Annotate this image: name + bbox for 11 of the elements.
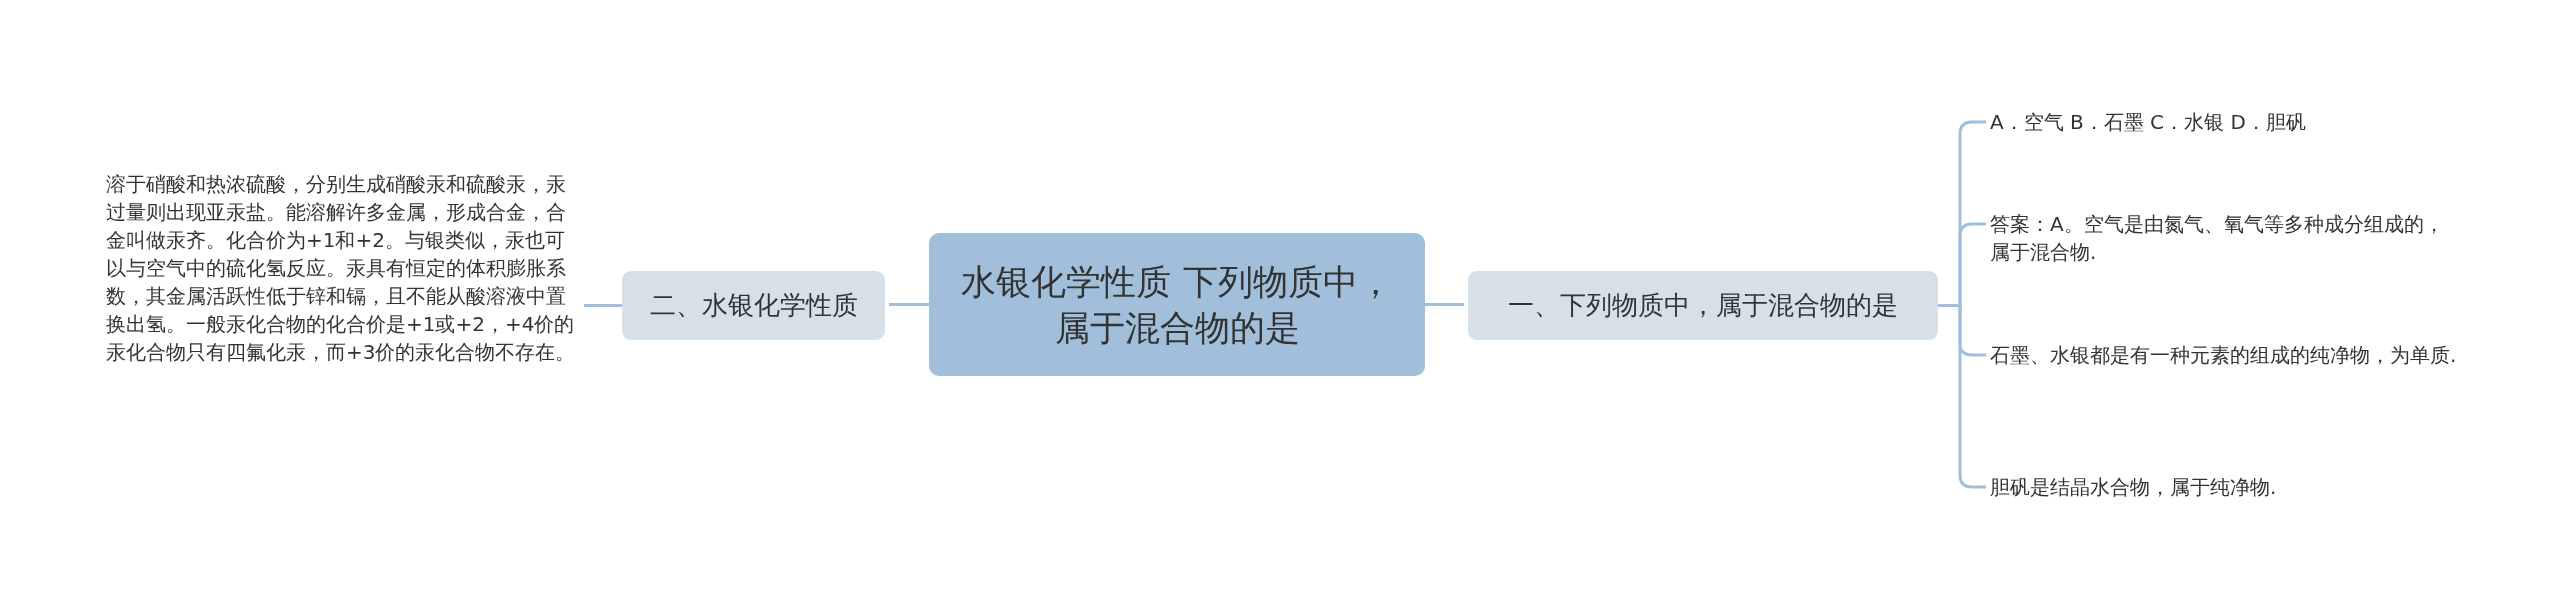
leaf-text: 溶于硝酸和热浓硫酸，分别生成硝酸汞和硫酸汞，汞过量则出现亚汞盐。能溶解许多金属，形成合金，合金叫做汞齐。化合价为+1和+2。与银类似，汞也可以与空气中的硫化氢反应。汞具有恒定的体积膨胀系数，其金属活跃性低于锌和镉，且不能从酸溶液中置换出氢。一般汞化合物的化合价是+1或+2，+4价的汞化合物只有四氟化汞，而+3价的汞化合物不存在。 <box>106 170 580 366</box>
topic-box: 水银化学性质 下列物质中，属于混合物的是 <box>929 233 1425 376</box>
branch-box: 一、下列物质中，属于混合物的是 <box>1468 271 1938 340</box>
leaf-text: 胆矾是结晶水合物，属于纯净物. <box>1990 473 2460 501</box>
leaf-text: 石墨、水银都是有一种元素的组成的纯净物，为单质. <box>1990 341 2460 369</box>
leaf-text: A．空气 B．石墨 C．水银 D．胆矾 <box>1990 108 2510 136</box>
connector-line <box>584 304 622 307</box>
connector-line <box>1425 303 1464 306</box>
connector-line <box>889 303 929 306</box>
branch-box: 二、水银化学性质 <box>622 271 885 340</box>
leaf-text: 答案：A。空气是由氮气、氧气等多种成分组成的，属于混合物. <box>1990 210 2460 266</box>
